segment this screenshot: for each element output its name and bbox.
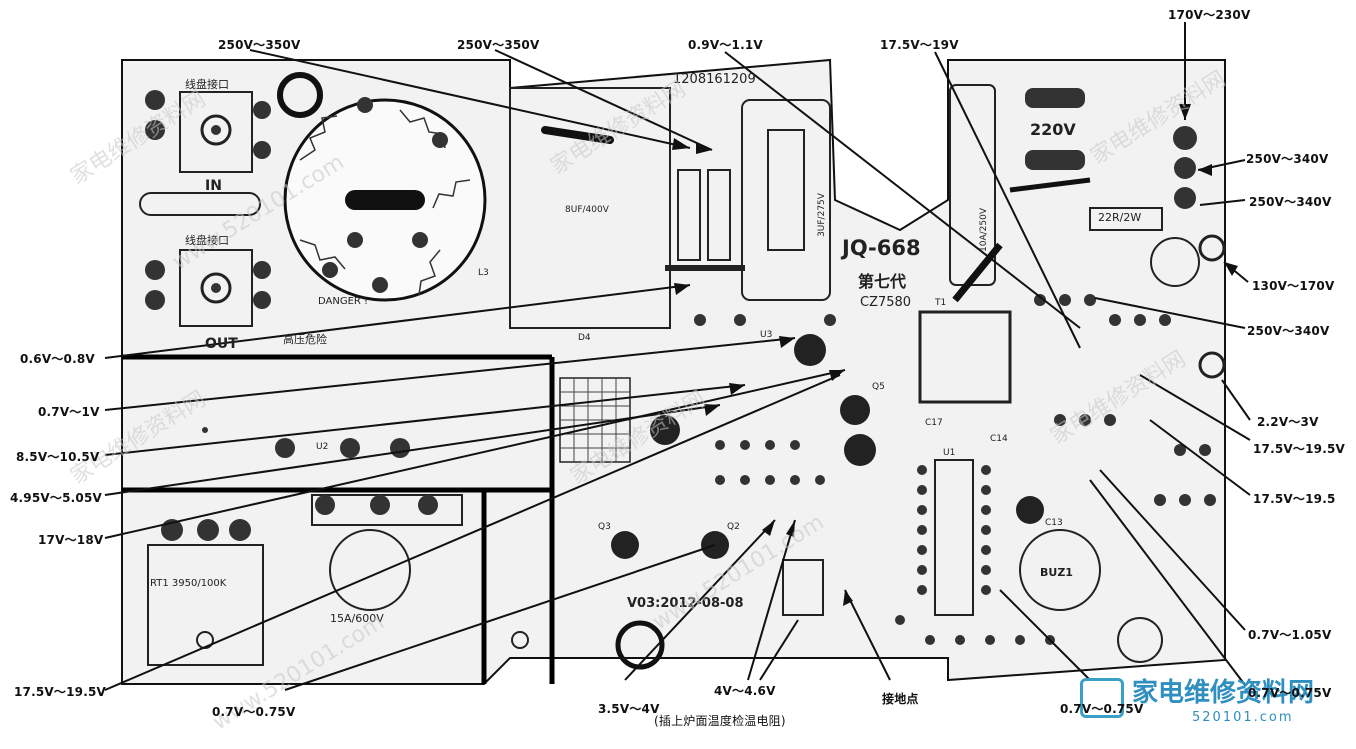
board-model: JQ-668 (842, 236, 921, 260)
danger-label: DANGER ! (318, 296, 369, 307)
voltage-label: 0.7V～1.05V (1248, 628, 1332, 642)
voltage-label: 0.9V～1.1V (688, 38, 763, 52)
q2-label: Q2 (727, 522, 740, 532)
cap-3uf-label: 3UF/275V (816, 193, 827, 237)
voltage-label: 8.5V～10.5V (16, 450, 100, 464)
c17-label: C17 (925, 418, 943, 428)
fuse-holder-label: 10A/250V (978, 208, 989, 252)
voltage-label: 4.95V～5.05V (10, 491, 102, 505)
voltage-label: 4V～4.6V (714, 684, 776, 698)
leader-lines (104, 22, 1251, 691)
voltage-label: 130V～170V (1252, 279, 1335, 293)
coil-in-label: 线盘接口 (185, 78, 229, 91)
ic-code: CZ7580 (860, 295, 912, 310)
q3-label: Q3 (598, 522, 611, 532)
voltage-label: 17.5V～19.5V (14, 685, 106, 699)
voltage-label: 250V～350V (218, 38, 301, 52)
part-number: 1208161209 (673, 72, 756, 87)
l3-label: L3 (478, 268, 489, 278)
voltage-label: 0.7V～0.75V (1060, 702, 1144, 716)
voltage-label: 0.7V～0.75V (212, 705, 296, 719)
u3-label: U3 (760, 330, 773, 340)
voltage-label: 17.5V～19.5V (1253, 442, 1345, 456)
u1-label: U1 (943, 448, 956, 458)
buzzer (1019, 529, 1101, 611)
logo-url: 520101.com (1192, 710, 1294, 725)
high-voltage-label: 高压危险 (283, 333, 327, 346)
mains-label: 220V (1030, 120, 1076, 139)
cap-8uf-label: 8UF/400V (565, 205, 609, 215)
arrow-heads (672, 104, 1238, 606)
voltage-label: 2.2V～3V (1257, 415, 1319, 429)
voltage-label: 17.5V～19.5 (1253, 492, 1336, 506)
logo-title: 家电维修资料网 (1132, 678, 1315, 708)
igbt-area (147, 438, 665, 670)
ic-u1 (917, 459, 991, 616)
site-logo: 家电维修资料网 520101.com (1080, 672, 1350, 732)
voltage-label: 17.5V～19V (880, 38, 959, 52)
q5-label: Q5 (872, 382, 885, 392)
u2-label: U2 (316, 442, 329, 452)
voltage-label: 0.7V～1V (38, 405, 100, 419)
ground-point-label: 接地点 (882, 692, 919, 706)
logo-icon (1080, 678, 1124, 718)
electrolytic-cap (1117, 617, 1163, 663)
resistor-22r: 22R/2W (1098, 211, 1142, 224)
transformer-t1 (918, 310, 1012, 404)
capacitor-8uf (509, 87, 671, 329)
in-label: IN (205, 178, 222, 194)
cap-c13 (1016, 496, 1044, 524)
board-generation: 第七代 (858, 272, 907, 291)
solder-pads (202, 294, 1216, 645)
board-version: V03:2012-08-08 (627, 596, 744, 611)
out-label: OUT (205, 336, 238, 352)
coil-out-label: 线盘接口 (185, 234, 229, 247)
voltage-label: 250V～340V (1246, 152, 1329, 166)
transistors (611, 334, 876, 559)
voltage-label: 0.6V～0.8V (20, 352, 95, 366)
d4-label: D4 (578, 333, 591, 343)
voltage-label: 0.7V～0.75V (1248, 686, 1332, 700)
power-resistors (665, 169, 745, 271)
fuse-rating: 15A/600V (330, 612, 384, 625)
power-input-area (949, 84, 1226, 379)
ic-u3 (782, 559, 824, 616)
c14-label: C14 (990, 434, 1008, 444)
sensor-note: (插上炉面温度检温电阻) (654, 714, 786, 728)
heavy-traces (122, 354, 555, 684)
c13-label: C13 (1045, 518, 1063, 528)
voltage-label: 17V～18V (38, 533, 104, 547)
buzzer-label: BUZ1 (1040, 566, 1073, 579)
choke-coil (277, 72, 487, 302)
voltage-label: 250V～340V (1247, 324, 1330, 338)
rt1-label: RT1 3950/100K (150, 578, 227, 589)
voltage-label: 170V～230V (1168, 8, 1251, 22)
t1-label: T1 (935, 298, 947, 308)
coil-connectors (139, 90, 271, 327)
voltage-label: 3.5V～4V (598, 702, 660, 716)
voltage-label: 250V～350V (457, 38, 540, 52)
voltage-label: 250V～340V (1249, 195, 1332, 209)
